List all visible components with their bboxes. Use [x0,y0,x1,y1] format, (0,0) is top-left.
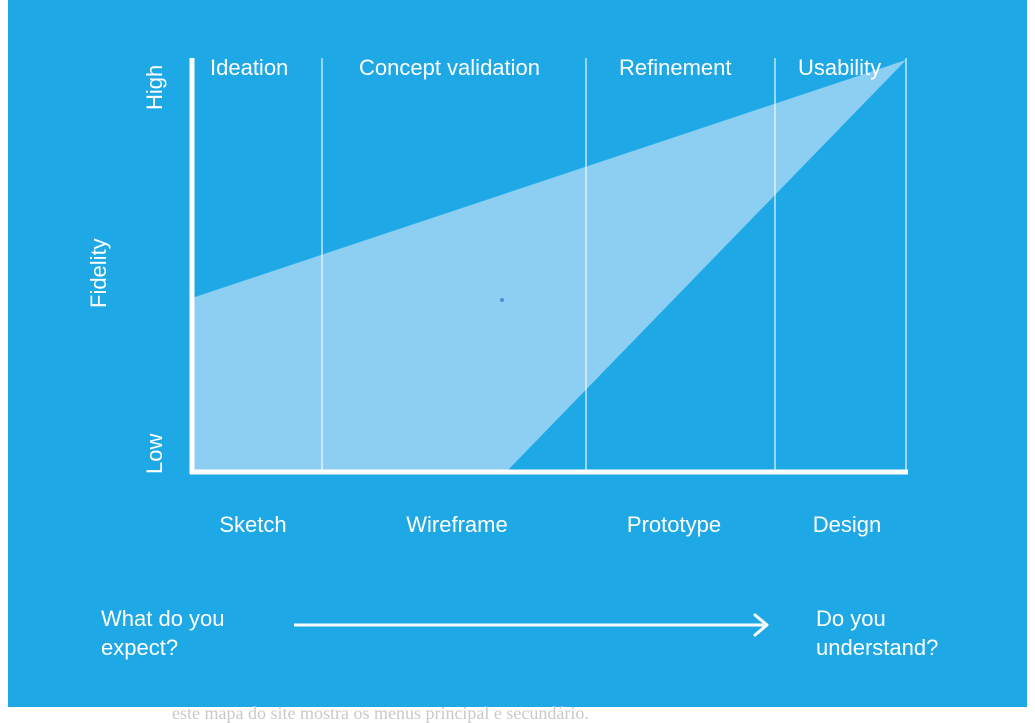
flow-end-line1: Do you [816,606,886,631]
deliverable-prototype: Prototype [627,512,721,537]
phase-label-refinement: Refinement [619,55,732,80]
fidelity-label: Fidelity [86,238,111,308]
low-label: Low [142,434,167,474]
deliverable-design: Design [813,512,881,537]
caption-text: este mapa do site mostra os menus princi… [172,703,589,723]
fidelity-diagram: High Low Fidelity Ideation Concept valid… [8,0,1027,707]
flow-start-line2: expect? [101,635,178,660]
phase-label-usability: Usability [798,55,881,80]
flow-arrow-head-icon [753,613,769,637]
high-label: High [142,65,167,110]
fidelity-band [192,60,906,472]
center-dot [500,298,504,302]
deliverable-wireframe: Wireframe [406,512,507,537]
flow-end-line2: understand? [816,635,938,660]
flow-start-line1: What do you [101,606,225,631]
phase-label-concept-validation: Concept validation [359,55,540,80]
deliverable-sketch: Sketch [219,512,286,537]
phase-label-ideation: Ideation [210,55,288,80]
